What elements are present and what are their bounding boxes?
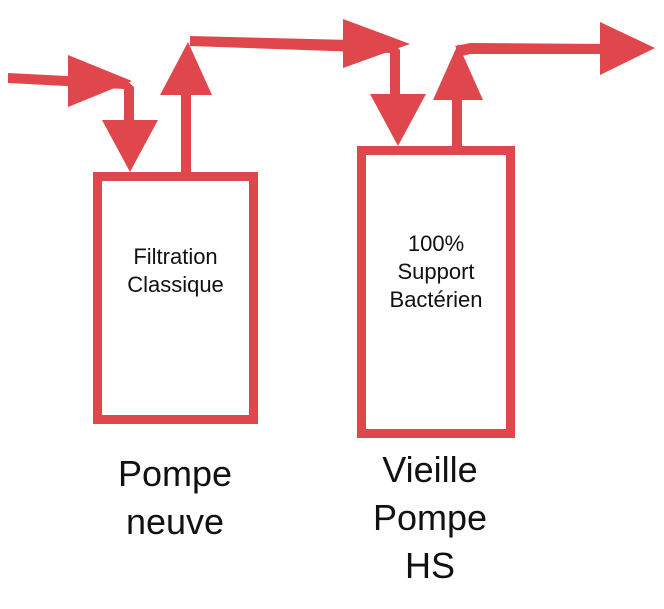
filtration-box-line-1: Filtration <box>133 244 218 269</box>
new-pump-caption: Pompe neuve <box>75 450 275 546</box>
inlet-arrowhead-right <box>68 55 132 107</box>
bacterial-support-box-label: 100% Support Bactérien <box>366 230 506 314</box>
old-pump-caption-line-3: HS <box>404 545 455 586</box>
transfer-arrowhead-up <box>160 42 212 95</box>
transfer-arrowhead-down <box>370 94 426 146</box>
outlet-arrow <box>433 22 655 155</box>
filtration-box-line-2: Classique <box>127 272 224 297</box>
bacterial-support-box: 100% Support Bactérien <box>357 146 515 438</box>
filtration-box-label: Filtration Classique <box>102 243 249 299</box>
old-pump-caption-line-2: Pompe <box>372 497 488 538</box>
transfer-arrow <box>160 19 426 175</box>
transfer-riser <box>181 90 191 175</box>
inlet-arrow <box>8 55 158 172</box>
old-pump-caption-line-1: Vieille <box>382 449 478 490</box>
transfer-arrowhead-right <box>343 19 410 68</box>
new-pump-caption-line-1: Pompe <box>117 453 233 494</box>
old-pump-caption: Vieille Pompe HS <box>330 446 530 590</box>
bacterial-support-line-3: Bactérien <box>389 287 483 312</box>
outlet-riser <box>452 95 462 155</box>
filtration-box: Filtration Classique <box>93 172 258 424</box>
new-pump-caption-line-2: neuve <box>125 501 225 542</box>
outlet-arrowhead-up <box>433 44 483 100</box>
bacterial-support-line-1: 100% <box>407 231 465 256</box>
outlet-arrowhead-right <box>600 22 655 75</box>
bacterial-support-line-2: Support <box>397 259 475 284</box>
arrow-group <box>8 19 655 175</box>
inlet-arrowhead-down <box>102 120 158 172</box>
outlet-shaft <box>455 43 610 56</box>
